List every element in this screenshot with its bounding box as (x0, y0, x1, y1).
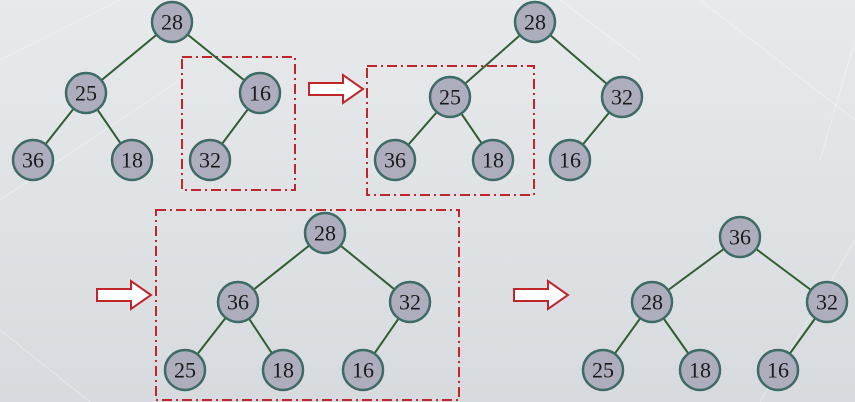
arrow-icon (308, 73, 365, 105)
tree-node: 18 (471, 138, 515, 182)
node-label: 28 (161, 10, 183, 35)
node-circle (600, 75, 644, 119)
tree-node: 36 (373, 138, 417, 182)
tree-node: 25 (581, 348, 625, 392)
tree-node: 25 (163, 348, 207, 392)
node-circle (581, 348, 625, 392)
tree-node: 36 (216, 280, 260, 324)
tree-s3: 28 36 32 25 18 16 (163, 211, 432, 392)
tree-node: 18 (261, 348, 305, 392)
node-circle (678, 348, 722, 392)
tree-node: 32 (805, 280, 849, 324)
node-circle (341, 348, 385, 392)
tree-node: 28 (150, 0, 194, 44)
tree-node: 32 (188, 138, 232, 182)
node-label: 18 (272, 358, 294, 383)
node-circle (428, 75, 472, 119)
node-circle (756, 348, 800, 392)
tree-node: 18 (678, 348, 722, 392)
node-circle (163, 348, 207, 392)
node-label: 28 (641, 290, 663, 315)
node-label: 36 (227, 290, 249, 315)
background-line (699, 0, 855, 121)
tree-node: 16 (548, 138, 592, 182)
node-label: 18 (689, 358, 711, 383)
tree-s1: 28 25 16 36 18 32 (11, 0, 282, 182)
node-circle (805, 280, 849, 324)
background-line (0, 329, 91, 402)
node-label: 36 (384, 148, 406, 173)
tree-node: 25 (64, 71, 108, 115)
highlight-box (366, 65, 535, 196)
node-label: 32 (399, 290, 421, 315)
highlight-box (155, 209, 460, 401)
node-circle (513, 0, 557, 44)
node-circle (630, 280, 674, 324)
tree-node: 18 (110, 138, 154, 182)
node-circle (188, 138, 232, 182)
node-label: 32 (199, 148, 221, 173)
background-line (819, 39, 855, 161)
tree-node: 32 (600, 75, 644, 119)
node-circle (388, 280, 432, 324)
tree-node: 16 (341, 348, 385, 392)
node-label: 36 (729, 225, 751, 250)
arrow-icon (513, 279, 570, 311)
tree-node: 36 (11, 138, 55, 182)
node-circle (303, 211, 347, 255)
node-label: 16 (767, 358, 789, 383)
node-label: 18 (121, 148, 143, 173)
node-label: 16 (559, 148, 581, 173)
node-label: 36 (22, 148, 44, 173)
tree-s4: 36 28 32 25 18 16 (581, 215, 849, 392)
tree-node: 16 (756, 348, 800, 392)
tree-node: 28 (630, 280, 674, 324)
tree-node: 28 (513, 0, 557, 44)
node-circle (216, 280, 260, 324)
tree-node: 16 (238, 71, 282, 115)
node-label: 25 (592, 358, 614, 383)
tree-node: 36 (718, 215, 762, 259)
node-circle (261, 348, 305, 392)
tree-s2: 28 25 32 36 18 16 (373, 0, 644, 182)
node-label: 32 (816, 290, 838, 315)
node-circle (110, 138, 154, 182)
background-line (0, 0, 121, 61)
node-label: 28 (314, 221, 336, 246)
node-circle (238, 71, 282, 115)
background-line (559, 0, 641, 61)
node-label: 18 (482, 148, 504, 173)
node-label: 25 (75, 81, 97, 106)
tree-node: 25 (428, 75, 472, 119)
node-circle (11, 138, 55, 182)
node-circle (373, 138, 417, 182)
tree-node: 28 (303, 211, 347, 255)
node-circle (548, 138, 592, 182)
node-label: 16 (352, 358, 374, 383)
node-circle (150, 0, 194, 44)
node-circle (718, 215, 762, 259)
node-label: 25 (174, 358, 196, 383)
arrow-icon (96, 279, 153, 311)
node-circle (64, 71, 108, 115)
node-circle (471, 138, 515, 182)
node-label: 16 (249, 81, 271, 106)
node-label: 25 (439, 85, 461, 110)
node-label: 32 (611, 85, 633, 110)
tree-node: 32 (388, 280, 432, 324)
node-label: 28 (524, 10, 546, 35)
highlight-box (181, 56, 296, 191)
